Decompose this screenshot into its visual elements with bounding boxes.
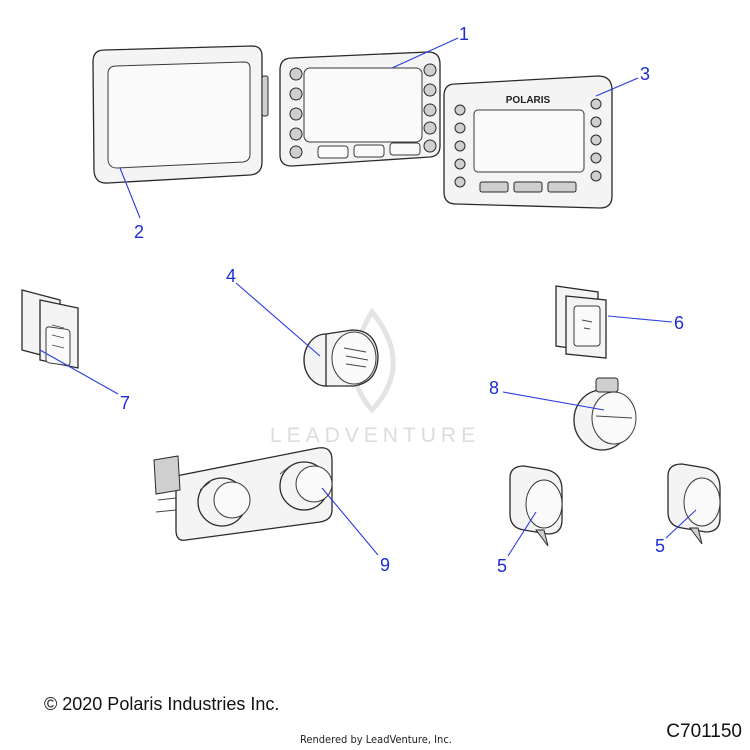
- watermark: LEADVENTURE: [270, 307, 480, 447]
- leader-lines: [39, 37, 697, 557]
- callout-5-right: 5: [655, 536, 665, 556]
- polaris-logo: POLARIS: [506, 95, 551, 106]
- part-7-rocker-switch[interactable]: [21, 289, 79, 369]
- callout-9: 9: [380, 555, 390, 575]
- part-1-display-unit[interactable]: [279, 51, 441, 167]
- callout-8: 8: [489, 378, 499, 398]
- part-5b-outlet-cap[interactable]: [667, 463, 721, 545]
- callout-1: 1: [459, 24, 469, 44]
- callout-6: 6: [674, 313, 684, 333]
- rendered-by-credit: Rendered by LeadVenture, Inc.: [300, 733, 452, 746]
- callout-5-left: 5: [497, 556, 507, 576]
- callout-4: 4: [226, 266, 236, 286]
- part-9-dual-knob-panel[interactable]: [153, 447, 333, 541]
- part-6-rocker-switch[interactable]: [555, 285, 607, 359]
- part-3-faceplate[interactable]: POLARIS: [443, 75, 613, 209]
- copyright-notice: © 2020 Polaris Industries Inc.: [44, 694, 280, 714]
- part-5a-outlet-cap[interactable]: [509, 465, 563, 547]
- callout-7: 7: [120, 393, 130, 413]
- callout-labels: 1 2 3 4 5 5 6 7 8 9: [120, 24, 684, 576]
- callout-2: 2: [134, 222, 144, 242]
- part-8-power-outlet[interactable]: [573, 377, 637, 451]
- diagram-code: C701150: [666, 721, 742, 742]
- part-2-bezel-frame[interactable]: [92, 45, 269, 184]
- watermark-text: LEADVENTURE: [270, 424, 480, 447]
- callout-3: 3: [640, 64, 650, 84]
- part-4-round-knob[interactable]: [303, 329, 379, 387]
